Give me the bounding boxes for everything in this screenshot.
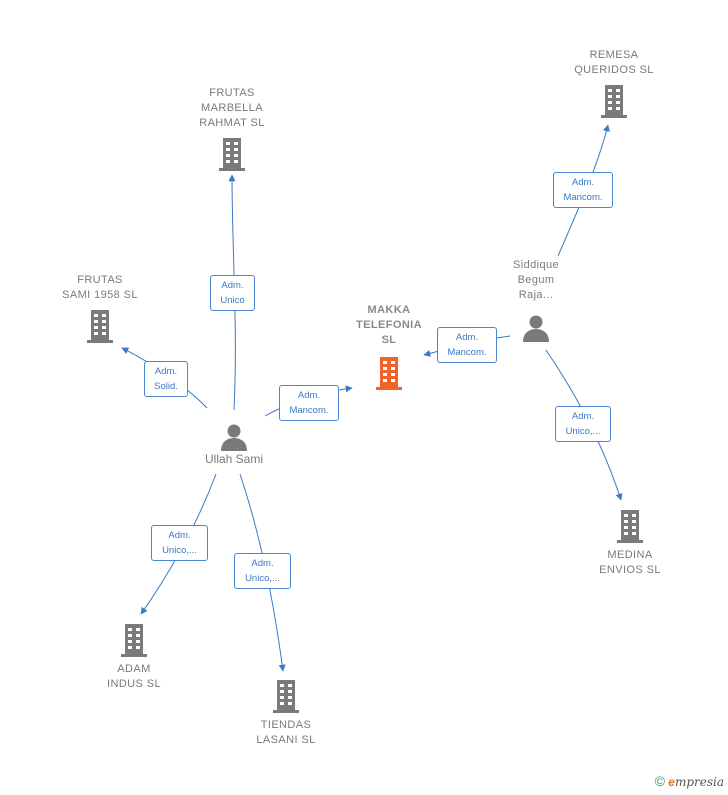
node-siddique[interactable]: Siddique Begum Raja... (498, 258, 574, 343)
edge-label-ullah-sami1958[interactable]: Adm. Solid. (144, 361, 188, 397)
node-medina-envios-label: MEDINA ENVIOS SL (599, 549, 661, 576)
node-frutas-sami-label: FRUTAS SAMI 1958 SL (62, 274, 138, 301)
edge-label-ullah-marbella[interactable]: Adm. Unico (210, 275, 255, 311)
node-remesa-queridos-label: REMESA QUERIDOS SL (574, 49, 654, 76)
node-siddique-label: Siddique Begum Raja... (512, 259, 559, 301)
edge-label-siddique-remesa[interactable]: Adm. Mancom. (553, 172, 613, 208)
building-icon (87, 310, 113, 343)
person-icon (221, 424, 247, 451)
node-adam-indus[interactable]: ADAM INDUS SL (92, 622, 176, 692)
node-makka-telefonia[interactable]: MAKKA TELEFONIA SL (345, 303, 433, 391)
building-icon (273, 680, 299, 713)
building-icon (219, 138, 245, 171)
node-tiendas-lasani[interactable]: TIENDAS LASANI SL (244, 678, 328, 748)
building-icon (121, 624, 147, 657)
building-icon (376, 357, 402, 390)
copyright-symbol: © (654, 773, 665, 789)
node-ullah-sami-label: Ullah Sami (204, 452, 264, 466)
node-ullah-sami[interactable]: Ullah Sami (194, 422, 274, 467)
node-remesa-queridos[interactable]: REMESA QUERIDOS SL (566, 48, 662, 119)
person-icon (523, 315, 549, 342)
building-icon (617, 510, 643, 543)
edge-label-siddique-makka[interactable]: Adm. Mancom. (437, 327, 497, 363)
node-frutas-marbella[interactable]: FRUTAS MARBELLA RAHMAT SL (186, 86, 278, 172)
node-medina-envios[interactable]: MEDINA ENVIOS SL (586, 508, 674, 578)
edge-label-ullah-adam[interactable]: Adm. Unico,... (151, 525, 208, 561)
node-frutas-marbella-label: FRUTAS MARBELLA RAHMAT SL (199, 87, 265, 129)
edge-label-ullah-makka[interactable]: Adm. Mancom. (279, 385, 339, 421)
node-tiendas-lasani-label: TIENDAS LASANI SL (256, 719, 316, 746)
node-frutas-sami[interactable]: FRUTAS SAMI 1958 SL (54, 273, 146, 344)
node-adam-indus-label: ADAM INDUS SL (107, 663, 161, 690)
edge-label-ullah-tiendas[interactable]: Adm. Unico,... (234, 553, 291, 589)
brand-footer: © empresia (655, 773, 724, 789)
building-icon (601, 85, 627, 118)
brand-logo-text: mpresia (674, 775, 724, 789)
edge-label-siddique-medina[interactable]: Adm. Unico,... (555, 406, 611, 442)
brand-logo-initial: e (668, 775, 675, 789)
node-makka-telefonia-label: MAKKA TELEFONIA SL (356, 304, 422, 346)
